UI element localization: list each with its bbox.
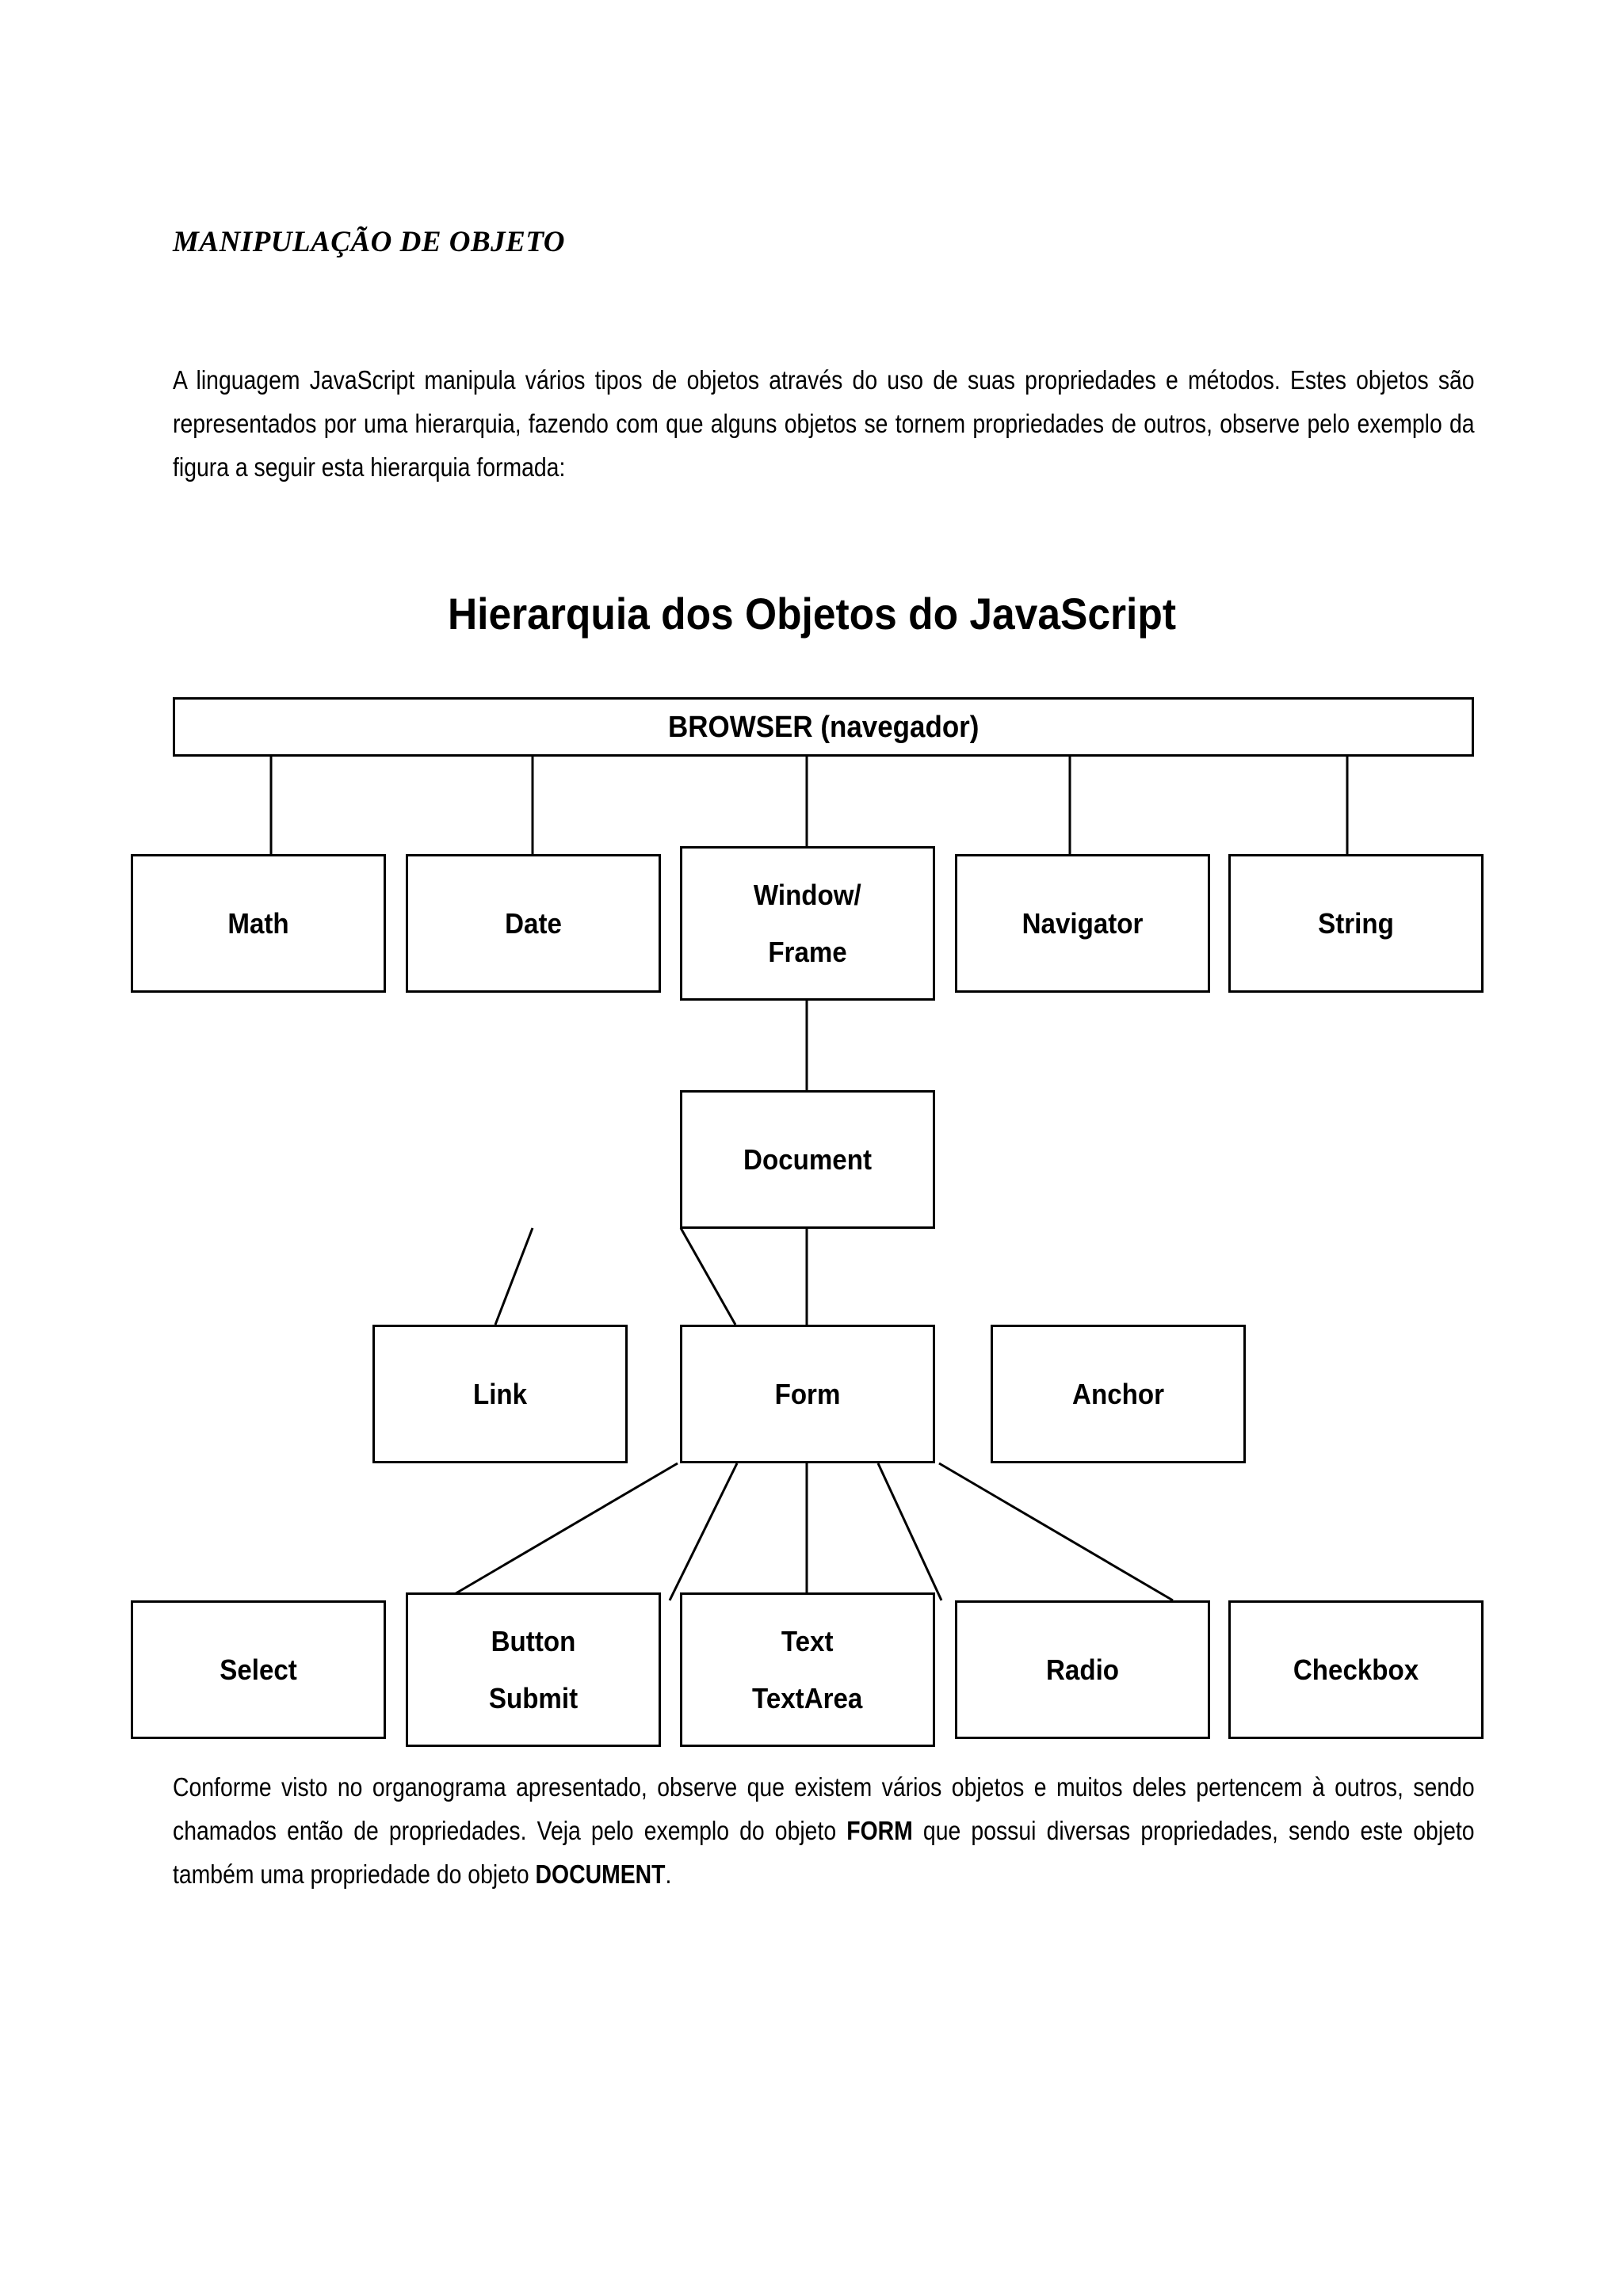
node-window-frame-label-line1: Window/ — [754, 878, 861, 911]
closing-paragraph-part3: . — [665, 1859, 672, 1889]
node-link-label: Link — [472, 1377, 528, 1410]
node-math: Math — [131, 854, 386, 993]
node-checkbox: Checkbox — [1228, 1600, 1484, 1739]
node-select-label: Select — [220, 1653, 297, 1686]
figure-title: Hierarquia dos Objetos do JavaScript — [0, 588, 1623, 639]
node-anchor-label: Anchor — [1072, 1377, 1164, 1410]
node-document: Document — [680, 1090, 935, 1229]
node-browser-label: BROWSER (navegador) — [667, 710, 980, 744]
node-text-textarea-label-line2: TextArea — [752, 1681, 863, 1714]
node-button-submit: Button Submit — [406, 1592, 661, 1747]
closing-paragraph: Conforme visto no organograma apresentad… — [173, 1765, 1475, 1896]
node-document-label: Document — [743, 1142, 872, 1176]
node-form: Form — [680, 1325, 935, 1463]
node-date-label: Date — [505, 906, 562, 940]
node-window-frame: Window/ Frame — [680, 846, 935, 1001]
node-date: Date — [406, 854, 661, 993]
node-window-frame-label-line2: Frame — [768, 935, 847, 968]
node-navigator-label: Navigator — [1022, 906, 1144, 940]
node-navigator: Navigator — [955, 854, 1210, 993]
figure-title-text: Hierarquia dos Objetos do JavaScript — [447, 589, 1176, 639]
node-form-label: Form — [774, 1377, 841, 1410]
node-text-textarea: Text TextArea — [680, 1592, 935, 1747]
intro-paragraph: A linguagem JavaScript manipula vários t… — [173, 365, 1475, 482]
node-string-label: String — [1318, 906, 1394, 940]
node-button-submit-label-line2: Submit — [488, 1681, 579, 1714]
node-browser: BROWSER (navegador) — [173, 697, 1474, 757]
node-anchor: Anchor — [991, 1325, 1246, 1463]
node-select: Select — [131, 1600, 386, 1739]
node-checkbox-label: Checkbox — [1293, 1653, 1419, 1686]
node-math-label: Math — [227, 906, 289, 940]
closing-bold-form: FORM — [846, 1816, 913, 1845]
node-text-textarea-label-line1: Text — [781, 1624, 834, 1657]
page-title: MANIPULAÇÃO DE OBJETO — [173, 226, 566, 258]
closing-paragraph-part2: que possui diversas propriedades, sendo … — [173, 1816, 1475, 1889]
node-radio: Radio — [955, 1600, 1210, 1739]
closing-paragraph-part1: Conforme visto no organograma apresentad… — [173, 1772, 1475, 1845]
node-string: String — [1228, 854, 1484, 993]
node-link: Link — [372, 1325, 628, 1463]
closing-bold-document: DOCUMENT — [535, 1859, 666, 1889]
node-button-submit-label-line1: Button — [491, 1624, 576, 1657]
node-radio-label: Radio — [1045, 1653, 1119, 1686]
